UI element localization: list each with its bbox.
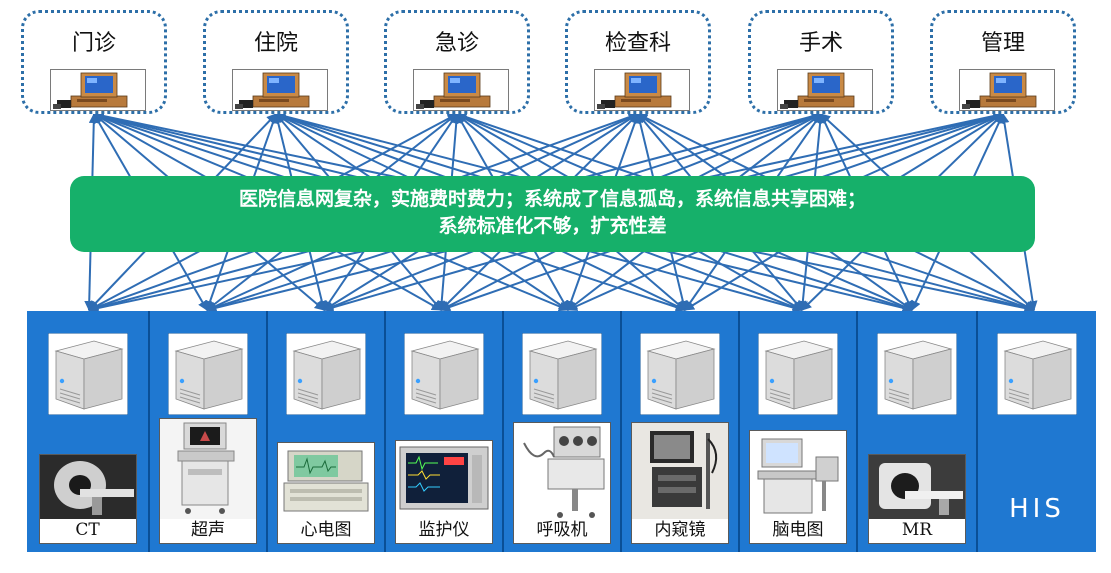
device-card: 心电图 bbox=[277, 442, 375, 544]
device-card: 内窥镜 bbox=[631, 422, 729, 544]
system-row: CT 超声 心电图 监护仪 呼吸机 内窥镜 bbox=[27, 311, 1096, 552]
ct-scanner-icon bbox=[39, 455, 136, 519]
server-icon bbox=[996, 332, 1078, 416]
server-icon bbox=[639, 332, 721, 416]
device-label: 监护仪 bbox=[418, 520, 470, 540]
department-label: 手术 bbox=[798, 31, 843, 56]
server-icon bbox=[521, 332, 603, 416]
department-label: 急诊 bbox=[434, 31, 479, 56]
department-box-inpatient[interactable]: 住院 bbox=[203, 10, 349, 114]
server-icon bbox=[285, 332, 367, 416]
department-box-outpatient[interactable]: 门诊 bbox=[21, 10, 167, 114]
department-label: 住院 bbox=[253, 31, 298, 56]
computer-icon bbox=[594, 69, 690, 111]
computer-icon bbox=[959, 69, 1055, 111]
device-label: 呼吸机 bbox=[536, 520, 588, 540]
banner-line-2: 系统标准化不够，扩充性差 bbox=[438, 215, 667, 237]
department-box-emergency[interactable]: 急诊 bbox=[384, 10, 530, 114]
department-box-examination[interactable]: 检查科 bbox=[565, 10, 711, 114]
system-column-ct[interactable]: CT bbox=[27, 311, 148, 552]
department-label: 门诊 bbox=[71, 31, 116, 56]
ecg-machine-icon bbox=[278, 443, 374, 519]
department-box-surgery[interactable]: 手术 bbox=[748, 10, 894, 114]
system-column-monitor[interactable]: 监护仪 bbox=[384, 311, 502, 552]
computer-icon bbox=[777, 69, 873, 111]
ventilator-icon bbox=[514, 423, 610, 519]
system-column-ultrasound[interactable]: 超声 bbox=[148, 311, 266, 552]
device-card: 监护仪 bbox=[395, 440, 493, 544]
device-label: 脑电图 bbox=[772, 520, 824, 540]
system-column-eeg[interactable]: 脑电图 bbox=[738, 311, 856, 552]
department-label: 检查科 bbox=[604, 31, 671, 56]
patient-monitor-icon bbox=[396, 441, 492, 519]
computer-icon bbox=[413, 69, 509, 111]
device-card: 超声 bbox=[159, 418, 257, 544]
ultrasound-machine-icon bbox=[160, 419, 256, 519]
system-column-mr[interactable]: MR bbox=[856, 311, 976, 552]
server-icon bbox=[757, 332, 839, 416]
server-icon bbox=[167, 332, 249, 416]
device-label: CT bbox=[75, 520, 100, 540]
computer-icon bbox=[50, 69, 146, 111]
mri-scanner-icon bbox=[869, 455, 965, 519]
department-box-management[interactable]: 管理 bbox=[930, 10, 1076, 114]
computer-icon bbox=[232, 69, 328, 111]
problem-banner: 医院信息网复杂，实施费时费力；系统成了信息孤岛，系统信息共享困难； 系统标准化不… bbox=[70, 176, 1035, 252]
endoscope-icon bbox=[632, 423, 728, 519]
server-icon bbox=[47, 332, 128, 416]
device-label: 心电图 bbox=[300, 520, 352, 540]
department-row: 门诊 住院 急诊 检查科 手术 管理 bbox=[0, 0, 1111, 120]
eeg-machine-icon bbox=[750, 431, 846, 519]
banner-line-1: 医院信息网复杂，实施费时费力；系统成了信息孤岛，系统信息共享困难； bbox=[238, 188, 866, 210]
his-label: HIS bbox=[1009, 494, 1065, 524]
system-column-ventilator[interactable]: 呼吸机 bbox=[502, 311, 620, 552]
system-column-endoscope[interactable]: 内窥镜 bbox=[620, 311, 738, 552]
device-label: 超声 bbox=[191, 520, 225, 540]
department-label: 管理 bbox=[980, 31, 1025, 56]
device-card: MR bbox=[868, 454, 966, 544]
system-column-ecg[interactable]: 心电图 bbox=[266, 311, 384, 552]
device-card: 呼吸机 bbox=[513, 422, 611, 544]
server-icon bbox=[876, 332, 958, 416]
device-label: 内窥镜 bbox=[654, 520, 706, 540]
system-column-his[interactable]: HIS bbox=[976, 311, 1096, 552]
device-label: MR bbox=[901, 520, 933, 540]
server-icon bbox=[403, 332, 485, 416]
device-card: CT bbox=[38, 454, 137, 544]
device-card: 脑电图 bbox=[749, 430, 847, 544]
